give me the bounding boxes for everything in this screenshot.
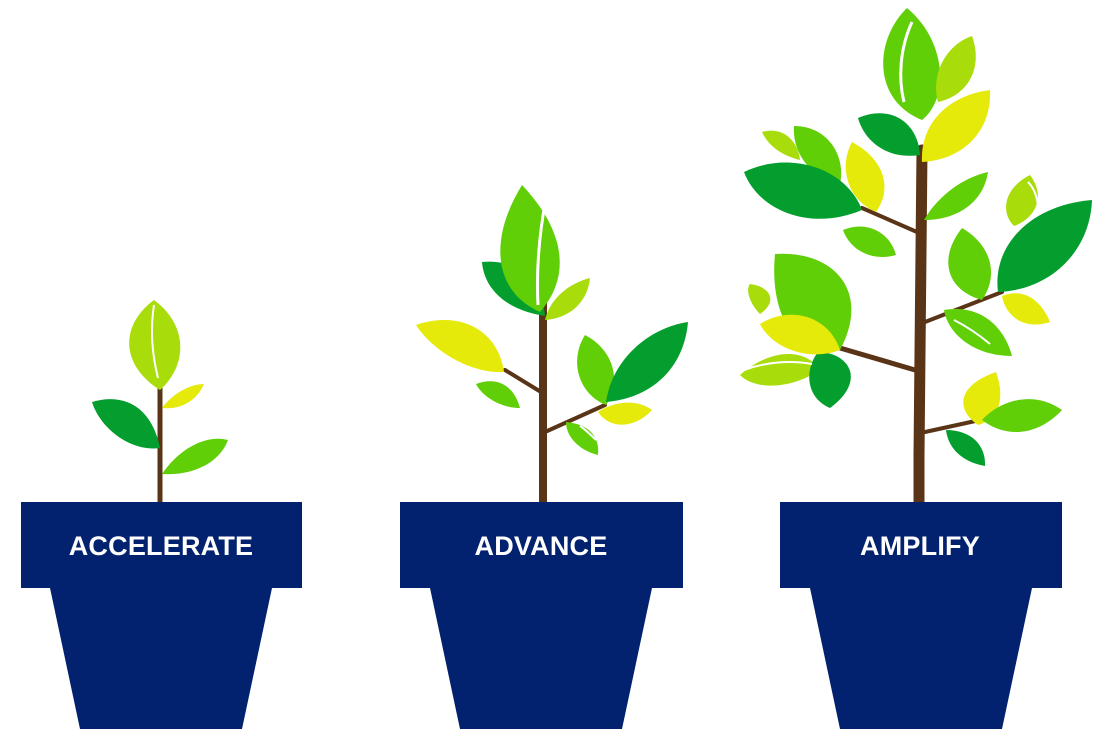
leaf — [809, 352, 851, 408]
leaf — [545, 278, 590, 320]
pot-label-amplify: AMPLIFY — [860, 531, 980, 561]
leaf — [748, 284, 771, 314]
leaves — [92, 300, 228, 475]
leaf — [476, 381, 520, 408]
pot-label-advance: ADVANCE — [475, 531, 608, 561]
pot-label-accelerate: ACCELERATE — [69, 531, 254, 561]
leaf — [982, 399, 1062, 433]
leaf — [577, 335, 615, 405]
pot-accelerate: ACCELERATE — [21, 502, 302, 729]
stem — [503, 296, 607, 509]
pot-body — [430, 588, 652, 729]
leaf — [162, 438, 228, 475]
leaf — [162, 384, 204, 409]
plant-advance — [416, 185, 688, 509]
plant-accelerate — [92, 300, 228, 508]
pot-body — [50, 588, 272, 729]
leaves — [740, 8, 1092, 466]
leaf — [845, 142, 885, 212]
leaf — [946, 430, 986, 466]
leaf — [500, 185, 560, 312]
leaf — [416, 320, 504, 373]
leaf — [1002, 293, 1050, 325]
leaf — [948, 228, 992, 300]
leaf-veins — [743, 21, 1039, 371]
leaf-veins — [150, 197, 597, 441]
leaf — [843, 226, 896, 258]
leaf — [762, 130, 800, 160]
leaf — [740, 353, 820, 386]
leaf — [129, 300, 181, 390]
leaf — [566, 422, 599, 455]
leaf — [936, 36, 976, 102]
pot-rim — [21, 502, 302, 588]
leaf — [944, 309, 1012, 356]
leaf — [606, 322, 688, 402]
leaf — [793, 126, 842, 184]
leaf — [598, 402, 652, 425]
pot-advance: ADVANCE — [400, 502, 683, 729]
leaf — [92, 399, 160, 449]
leaf — [997, 200, 1092, 292]
plant-amplify — [740, 8, 1092, 511]
leaf — [760, 314, 840, 355]
pot-amplify: AMPLIFY — [780, 502, 1062, 729]
leaf — [963, 372, 1001, 425]
leaf — [924, 172, 988, 220]
leaf — [858, 113, 920, 156]
leaf — [744, 162, 862, 219]
leaf — [921, 90, 991, 162]
pot-body — [810, 588, 1032, 729]
pot-rim — [400, 502, 683, 588]
leaf — [1006, 175, 1038, 226]
pot-rim — [780, 502, 1062, 588]
stem — [837, 144, 1004, 511]
leaf — [883, 8, 941, 120]
leaves — [416, 185, 688, 455]
